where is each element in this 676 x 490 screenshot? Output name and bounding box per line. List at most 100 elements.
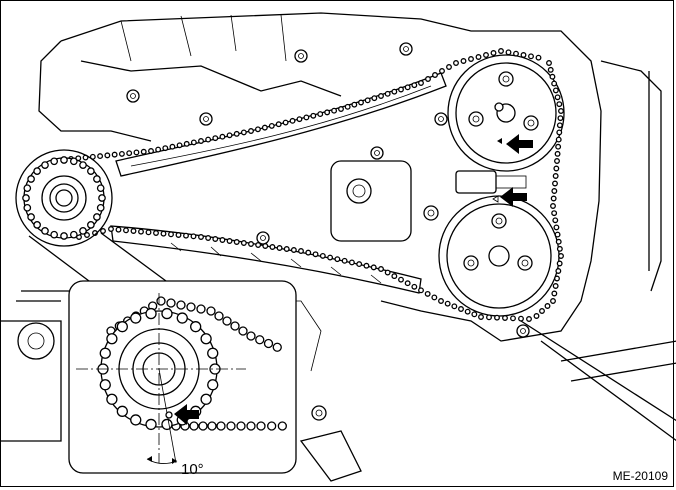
chain-link (483, 52, 489, 58)
sprocket-tooth (161, 307, 173, 320)
chain-link (148, 148, 154, 154)
chain-link (398, 86, 404, 93)
chain-link (126, 150, 133, 157)
chain-link (411, 283, 418, 290)
mounting-bolts (126, 42, 530, 421)
chain-link (214, 311, 224, 321)
sprocket-tooth (60, 156, 68, 164)
chain-link (363, 262, 370, 269)
chain-link (246, 421, 256, 431)
chain-link (207, 421, 217, 431)
chain-link (198, 138, 204, 144)
chain-link (468, 56, 474, 62)
chain-link (549, 73, 556, 80)
chain-link (438, 298, 444, 304)
chain-link (391, 273, 398, 280)
chain-link (298, 248, 304, 254)
chain-link (460, 58, 467, 64)
chain-link (391, 88, 398, 95)
lower-chain-tensioner (110, 225, 422, 294)
chain-link (494, 314, 500, 321)
sprocket-tooth (96, 184, 105, 193)
chain-link (446, 64, 452, 70)
chain-link (310, 112, 317, 119)
sprocket-tooth (96, 203, 105, 212)
chain-link (384, 269, 391, 276)
chain-link (198, 234, 204, 240)
chain-link (544, 303, 551, 309)
chain-link (226, 132, 233, 139)
chain-link (255, 242, 262, 248)
chain-link (219, 133, 226, 140)
chain-link (556, 101, 563, 108)
engine-block-outline (1, 12, 676, 482)
chain-link (123, 227, 129, 234)
chain-link (269, 244, 276, 250)
chain-link (226, 421, 236, 431)
sprocket-tooth (200, 393, 212, 405)
sprocket-tooth (207, 347, 219, 359)
chain-link (550, 203, 556, 209)
chain-link (317, 111, 324, 118)
chain-link (453, 60, 459, 66)
chain-link (140, 148, 147, 155)
chain-link (334, 256, 341, 263)
chain-link (551, 80, 558, 87)
chain-link (552, 87, 559, 94)
sprocket-tooth (116, 405, 128, 417)
chain-link (486, 314, 492, 321)
chain-link (212, 236, 219, 242)
chain-link (145, 229, 152, 236)
chain-link (275, 121, 282, 128)
sprocket-tooth (106, 333, 118, 345)
sprocket-tooth (23, 203, 32, 212)
chain-link (370, 264, 377, 271)
chain-link (160, 230, 167, 237)
chain-link (553, 224, 560, 231)
chain-link (526, 316, 532, 322)
chain-link (551, 290, 558, 297)
sprocket-tooth (207, 379, 219, 391)
intake-cam-sprocket (447, 54, 565, 172)
chain-link (539, 308, 545, 314)
chain-link (424, 290, 431, 297)
sprocket-tooth (87, 167, 95, 175)
chain-link (104, 152, 111, 159)
sprocket-tooth (50, 230, 59, 239)
chain-link (262, 243, 269, 249)
chain-link (458, 306, 464, 312)
chain-link (183, 232, 189, 239)
chain-link (554, 231, 561, 238)
chain-link (378, 266, 384, 272)
chain-link (248, 241, 254, 247)
chain-link (84, 232, 90, 238)
timing-chain (68, 48, 564, 322)
chain-link (551, 188, 558, 194)
chain-link (555, 136, 562, 143)
sprocket-tooth (50, 157, 59, 166)
chain-link (490, 50, 497, 56)
chain-link (431, 294, 438, 301)
sprocket-tooth (190, 321, 202, 333)
chain-link (358, 99, 364, 106)
chain-link (282, 119, 289, 126)
chain-link (351, 101, 358, 108)
detail-inset (68, 280, 297, 474)
chain-link (384, 90, 391, 97)
chain-link (267, 421, 277, 431)
chain-link (115, 226, 122, 233)
chain-link (341, 257, 348, 264)
sprocket-tooth (69, 157, 78, 166)
chain-link (238, 326, 248, 336)
sprocket-tooth (98, 194, 106, 202)
sprocket-tooth (60, 232, 68, 240)
chain-link (219, 237, 226, 243)
sprocket-tooth (161, 418, 173, 431)
chain-link (356, 261, 363, 268)
chain-link (276, 245, 283, 251)
chain-link (557, 115, 564, 122)
chain-link (371, 95, 378, 102)
chain-link (236, 421, 246, 431)
